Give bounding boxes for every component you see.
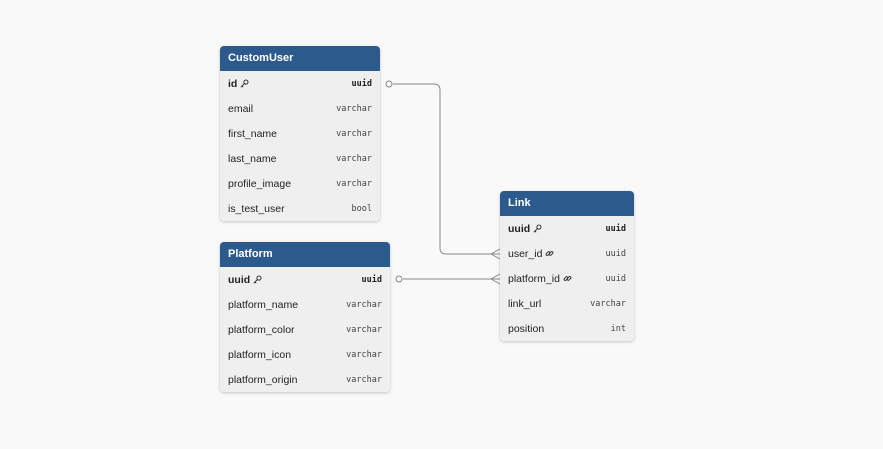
column-row-last-name[interactable]: last_name varchar [220, 146, 380, 171]
column-type: varchar [346, 374, 382, 385]
column-name: uuid [508, 222, 531, 235]
column-name: profile_image [228, 177, 292, 190]
column-name: last_name [228, 152, 277, 165]
table-header[interactable]: Platform [220, 242, 390, 267]
column-name: platform_name [228, 298, 299, 311]
column-type: varchar [346, 349, 382, 360]
column-row-uuid[interactable]: uuid uuid [500, 216, 634, 241]
relationship-customuser-link[interactable] [393, 83, 500, 255]
link-icon [563, 274, 572, 283]
column-name-cell: first_name [228, 128, 277, 140]
column-type: int [610, 323, 626, 334]
column-row-is-test-user[interactable]: is_test_user bool [220, 196, 380, 221]
column-row-platform-id[interactable]: platform_id uuid [500, 266, 634, 291]
column-name: platform_color [228, 323, 295, 336]
column-type: varchar [336, 178, 372, 189]
one-marker [395, 275, 403, 283]
column-type: varchar [346, 299, 382, 310]
column-type: uuid [605, 273, 626, 284]
column-name-cell: profile_image [228, 178, 291, 190]
many-marker [490, 273, 501, 285]
column-row-uuid[interactable]: uuid uuid [220, 267, 390, 292]
column-name-cell: is_test_user [228, 203, 285, 215]
column-name-cell: id [228, 78, 249, 90]
column-row-email[interactable]: email varchar [220, 96, 380, 121]
column-name: platform_id [508, 272, 560, 285]
column-row-profile-image[interactable]: profile_image varchar [220, 171, 380, 196]
column-name-cell: position [508, 323, 544, 335]
column-row-platform-origin[interactable]: platform_origin varchar [220, 367, 390, 392]
column-row-platform-icon[interactable]: platform_icon varchar [220, 342, 390, 367]
column-name: platform_origin [228, 373, 298, 386]
column-name: uuid [228, 273, 251, 286]
column-name-cell: uuid [228, 274, 262, 286]
column-type: varchar [336, 103, 372, 114]
many-marker [490, 248, 501, 260]
column-type: varchar [336, 153, 372, 164]
key-icon [253, 275, 262, 284]
link-icon [545, 249, 554, 258]
column-name-cell: platform_id [508, 273, 572, 285]
column-type: uuid [605, 248, 626, 259]
column-type: varchar [590, 298, 626, 309]
column-name: email [228, 102, 254, 115]
column-type: uuid [351, 78, 372, 89]
column-type: bool [351, 203, 372, 214]
column-name-cell: uuid [508, 223, 542, 235]
column-name-cell: platform_color [228, 324, 295, 336]
column-type: uuid [605, 223, 626, 234]
column-type: uuid [361, 274, 382, 285]
column-name-cell: link_url [508, 298, 541, 310]
column-row-id[interactable]: id uuid [220, 71, 380, 96]
column-name-cell: email [228, 103, 253, 115]
table-header[interactable]: CustomUser [220, 46, 380, 71]
column-type: varchar [336, 128, 372, 139]
column-row-position[interactable]: position int [500, 316, 634, 341]
column-name-cell: platform_icon [228, 349, 291, 361]
column-row-first-name[interactable]: first_name varchar [220, 121, 380, 146]
column-name: id [228, 77, 238, 90]
key-icon [240, 79, 249, 88]
column-name: user_id [508, 247, 543, 260]
one-marker [385, 80, 393, 88]
column-row-link-url[interactable]: link_url varchar [500, 291, 634, 316]
column-row-user-id[interactable]: user_id uuid [500, 241, 634, 266]
column-name: position [508, 322, 545, 335]
column-name-cell: last_name [228, 153, 276, 165]
column-name: platform_icon [228, 348, 292, 361]
column-type: varchar [346, 324, 382, 335]
column-row-platform-color[interactable]: platform_color varchar [220, 317, 390, 342]
column-name-cell: user_id [508, 248, 554, 260]
column-name: first_name [228, 127, 278, 140]
column-name: link_url [508, 297, 542, 310]
table-header[interactable]: Link [500, 191, 634, 216]
column-row-platform-name[interactable]: platform_name varchar [220, 292, 390, 317]
key-icon [533, 224, 542, 233]
column-name-cell: platform_origin [228, 374, 297, 386]
column-name: is_test_user [228, 202, 285, 215]
column-name-cell: platform_name [228, 299, 298, 311]
